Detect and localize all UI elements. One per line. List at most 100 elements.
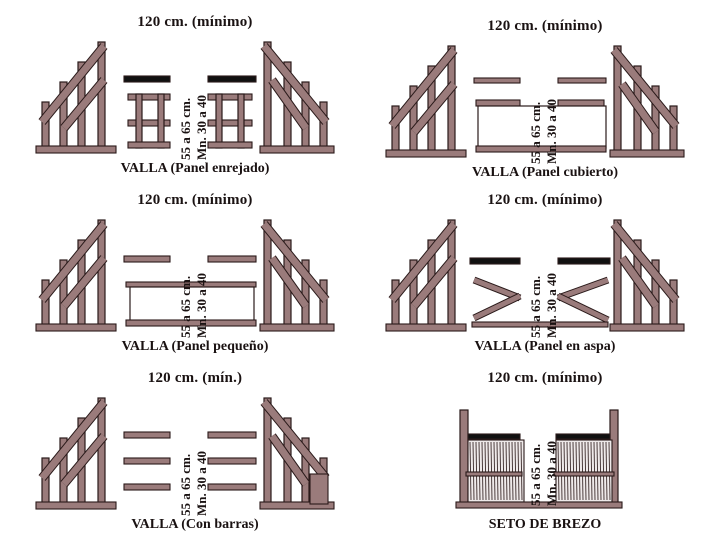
width-label: 120 cm. (mínimo) xyxy=(137,192,253,208)
wing-brace xyxy=(611,47,679,129)
wing-brace xyxy=(269,77,309,131)
brush-stroke xyxy=(566,441,569,501)
covered-panel xyxy=(477,105,607,149)
brush-stroke xyxy=(511,441,514,501)
wing-brace xyxy=(557,277,609,301)
width-label: 120 cm. (mínimo) xyxy=(487,370,603,386)
jump-rail xyxy=(207,483,257,491)
brush-stroke xyxy=(569,441,572,501)
brush-stroke xyxy=(469,441,472,501)
jump-rail xyxy=(465,471,523,477)
brush-stroke xyxy=(572,441,575,501)
fence-drawing xyxy=(385,45,685,158)
brush-stroke xyxy=(475,441,478,501)
jump-rail xyxy=(35,501,117,510)
height-label: 55 a 65 cm. xyxy=(528,101,543,164)
brush-stroke xyxy=(596,441,599,501)
brush-stroke xyxy=(490,441,493,501)
wing-brace xyxy=(556,293,610,323)
brush-stroke xyxy=(472,441,475,501)
height-label: 55 a 65 cm. xyxy=(528,275,543,338)
jump-rail xyxy=(475,145,607,153)
hedge-brush-right xyxy=(555,439,613,503)
wing-brace xyxy=(411,81,457,135)
brush-stroke xyxy=(496,441,499,501)
wing-brace xyxy=(472,293,522,321)
jump-rail xyxy=(385,149,467,158)
brush-stroke xyxy=(514,441,517,501)
brush-stroke xyxy=(517,441,520,501)
fence-panel-enrejado: 120 cm. (mínimo) 55 a 65 cm. Mn. 30 a 40… xyxy=(20,10,370,185)
jump-rail xyxy=(473,77,521,84)
brush-stroke xyxy=(590,441,593,501)
fence-panel-cubierto: 120 cm. (mínimo) 55 a 65 cm. Mn. 30 a 40… xyxy=(370,14,720,189)
wing-fill-block xyxy=(309,473,329,505)
fence-caption: VALLA (Panel enrejado) xyxy=(120,161,270,176)
fence-drawing xyxy=(35,219,335,332)
jump-rail xyxy=(123,255,171,263)
brush-stroke xyxy=(484,441,487,501)
jump-rail xyxy=(469,257,521,265)
width-label: 120 cm. (mínimo) xyxy=(137,14,253,30)
brush-stroke xyxy=(608,441,611,501)
height-label: 55 a 65 cm. xyxy=(178,275,193,338)
wing-post xyxy=(215,93,223,149)
min-height-label: Mn. 30 a 40 xyxy=(544,99,559,164)
wing-brace xyxy=(261,399,329,481)
jump-rail xyxy=(35,323,117,332)
seto-de-brezo: 120 cm. (mínimo) 55 a 65 cm. Mn. 30 a 40… xyxy=(370,366,720,541)
fence-drawing xyxy=(35,397,335,510)
jump-rail xyxy=(123,457,171,465)
brush-stroke xyxy=(520,441,523,501)
min-height-label: Mn. 30 a 40 xyxy=(544,273,559,338)
jump-rail xyxy=(467,433,521,440)
brush-stroke xyxy=(587,441,590,501)
fence-panel-pequeno: 120 cm. (mínimo) 55 a 65 cm. Mn. 30 a 40… xyxy=(20,188,370,363)
brush-stroke xyxy=(575,441,578,501)
jump-rail xyxy=(207,457,257,465)
jump-rail xyxy=(123,75,171,83)
jump-rail xyxy=(557,99,605,107)
jump-rail xyxy=(35,145,117,154)
jump-rail xyxy=(555,433,611,440)
fence-caption: VALLA (Panel en aspa) xyxy=(474,339,616,354)
fence-drawing xyxy=(385,219,685,332)
fence-caption: SETO DE BREZO xyxy=(488,517,602,532)
fence-caption: VALLA (Con barras) xyxy=(131,517,259,532)
wing-brace xyxy=(411,255,457,309)
wing-brace xyxy=(269,255,309,309)
jump-rail xyxy=(207,141,253,149)
jump-rail xyxy=(127,93,171,101)
wing-post xyxy=(135,93,143,149)
width-label: 120 cm. (mín.) xyxy=(147,370,243,386)
wing-brace xyxy=(39,221,107,303)
wing-brace xyxy=(61,77,107,131)
jump-rail xyxy=(207,255,257,263)
brush-stroke xyxy=(557,441,560,501)
height-label: 55 a 65 cm. xyxy=(178,453,193,516)
jump-rail xyxy=(553,471,615,477)
width-label: 120 cm. (mínimo) xyxy=(487,192,603,208)
jump-rail xyxy=(557,257,611,265)
brush-stroke xyxy=(505,441,508,501)
wing-brace xyxy=(389,47,457,129)
wing-brace xyxy=(261,43,329,125)
wing-brace xyxy=(619,255,659,309)
brush-stroke xyxy=(593,441,596,501)
small-panel xyxy=(129,286,255,322)
jump-rail xyxy=(207,119,253,127)
min-height-label: Mn. 30 a 40 xyxy=(544,441,559,506)
brush-stroke xyxy=(493,441,496,501)
wing-brace xyxy=(269,433,309,487)
jump-rail xyxy=(609,149,685,158)
jump-rail xyxy=(259,501,335,510)
wing-brace xyxy=(473,277,521,301)
brush-stroke xyxy=(584,441,587,501)
jump-rail xyxy=(123,483,171,491)
wing-post xyxy=(157,93,165,149)
fence-panel-aspa: 120 cm. (mínimo) 55 a 65 cm. Mn. 30 a 40… xyxy=(370,188,720,363)
wing-brace xyxy=(389,221,457,303)
fence-caption: VALLA (Panel cubierto) xyxy=(472,165,618,180)
wing-brace xyxy=(261,221,329,303)
